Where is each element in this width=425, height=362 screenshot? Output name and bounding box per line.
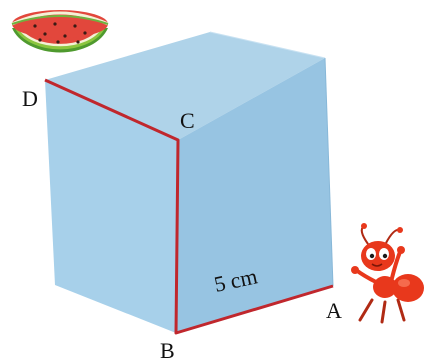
watermelon-icon	[11, 10, 109, 53]
vertex-label-c: C	[180, 108, 195, 133]
vertex-label-b: B	[160, 338, 175, 362]
cube-top-face	[45, 32, 325, 140]
cube-left-face	[45, 80, 178, 333]
vertex-label-d: D	[22, 86, 38, 111]
cube-front-face	[176, 58, 333, 333]
ant-path	[44, 78, 334, 335]
vertex-label-a: A	[326, 298, 342, 323]
ant-icon	[351, 223, 424, 324]
cube-edge-right	[324, 57, 334, 287]
cube-edge-top-right	[209, 31, 326, 59]
